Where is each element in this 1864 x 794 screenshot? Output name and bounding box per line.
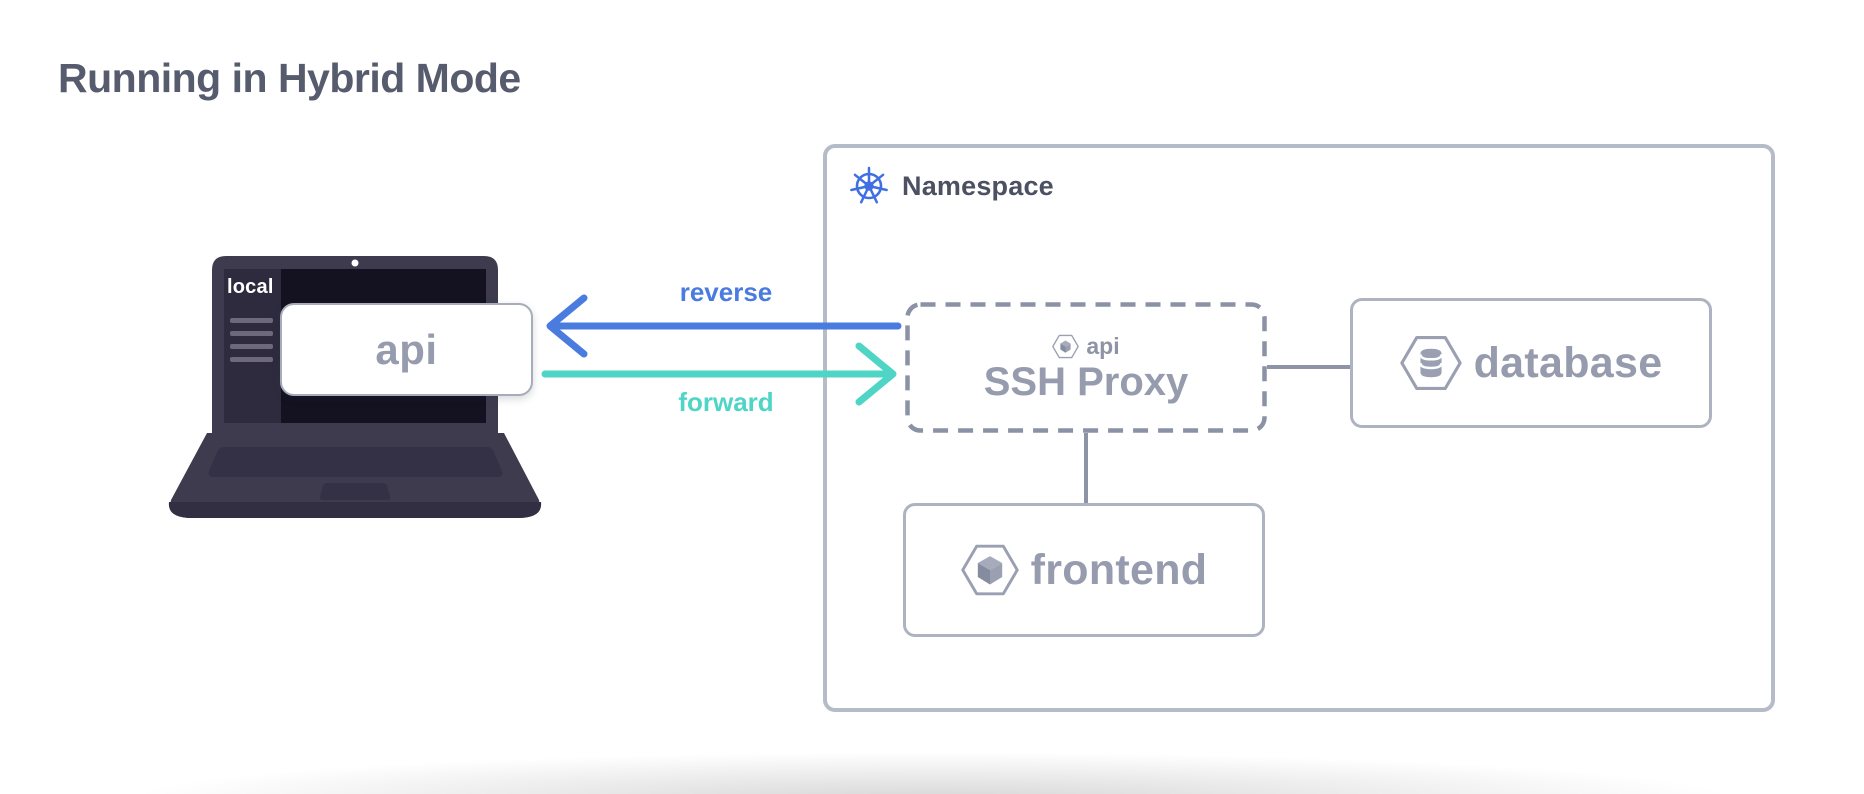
frontend-label: frontend (1030, 545, 1208, 594)
bottom-fade (0, 752, 1864, 794)
laptop-camera-dot (351, 259, 359, 267)
tunnel-arrows (541, 294, 902, 406)
api-card: api (280, 303, 533, 396)
reverse-arrow-label: reverse (679, 277, 773, 307)
hexagon-cube-icon (1052, 334, 1080, 358)
namespace-header: Namespace (849, 166, 1054, 206)
frontend-box: frontend (903, 503, 1265, 637)
forward-arrow-label: forward (678, 387, 774, 417)
database-label: database (1473, 338, 1663, 387)
ssh-proxy-dashed-border (905, 302, 1267, 433)
reverse-arrow (546, 294, 902, 358)
ssh-proxy-box: api SSH Proxy (905, 302, 1267, 433)
ssh-proxy-badge-label: api (1086, 332, 1120, 359)
kubernetes-wheel-icon (850, 166, 888, 204)
terminal-lines (230, 318, 273, 362)
ssh-proxy-label: SSH Proxy (983, 359, 1189, 404)
laptop-trackpad (319, 483, 391, 500)
hexagon-database-icon (1399, 336, 1462, 390)
ssh-proxy-badge: api (1052, 332, 1120, 360)
page-title: Running in Hybrid Mode (58, 55, 521, 101)
forward-arrow (541, 342, 897, 406)
api-card-label: api (375, 325, 438, 373)
laptop-keyboard (208, 447, 503, 477)
hexagon-cube-icon (960, 544, 1019, 596)
local-label: local (227, 276, 274, 298)
database-box: database (1350, 298, 1712, 428)
laptop-base-lip (168, 502, 542, 518)
connector-proxy-database (1265, 365, 1351, 369)
namespace-label: Namespace (902, 170, 1054, 201)
connector-proxy-frontend (1084, 431, 1088, 505)
